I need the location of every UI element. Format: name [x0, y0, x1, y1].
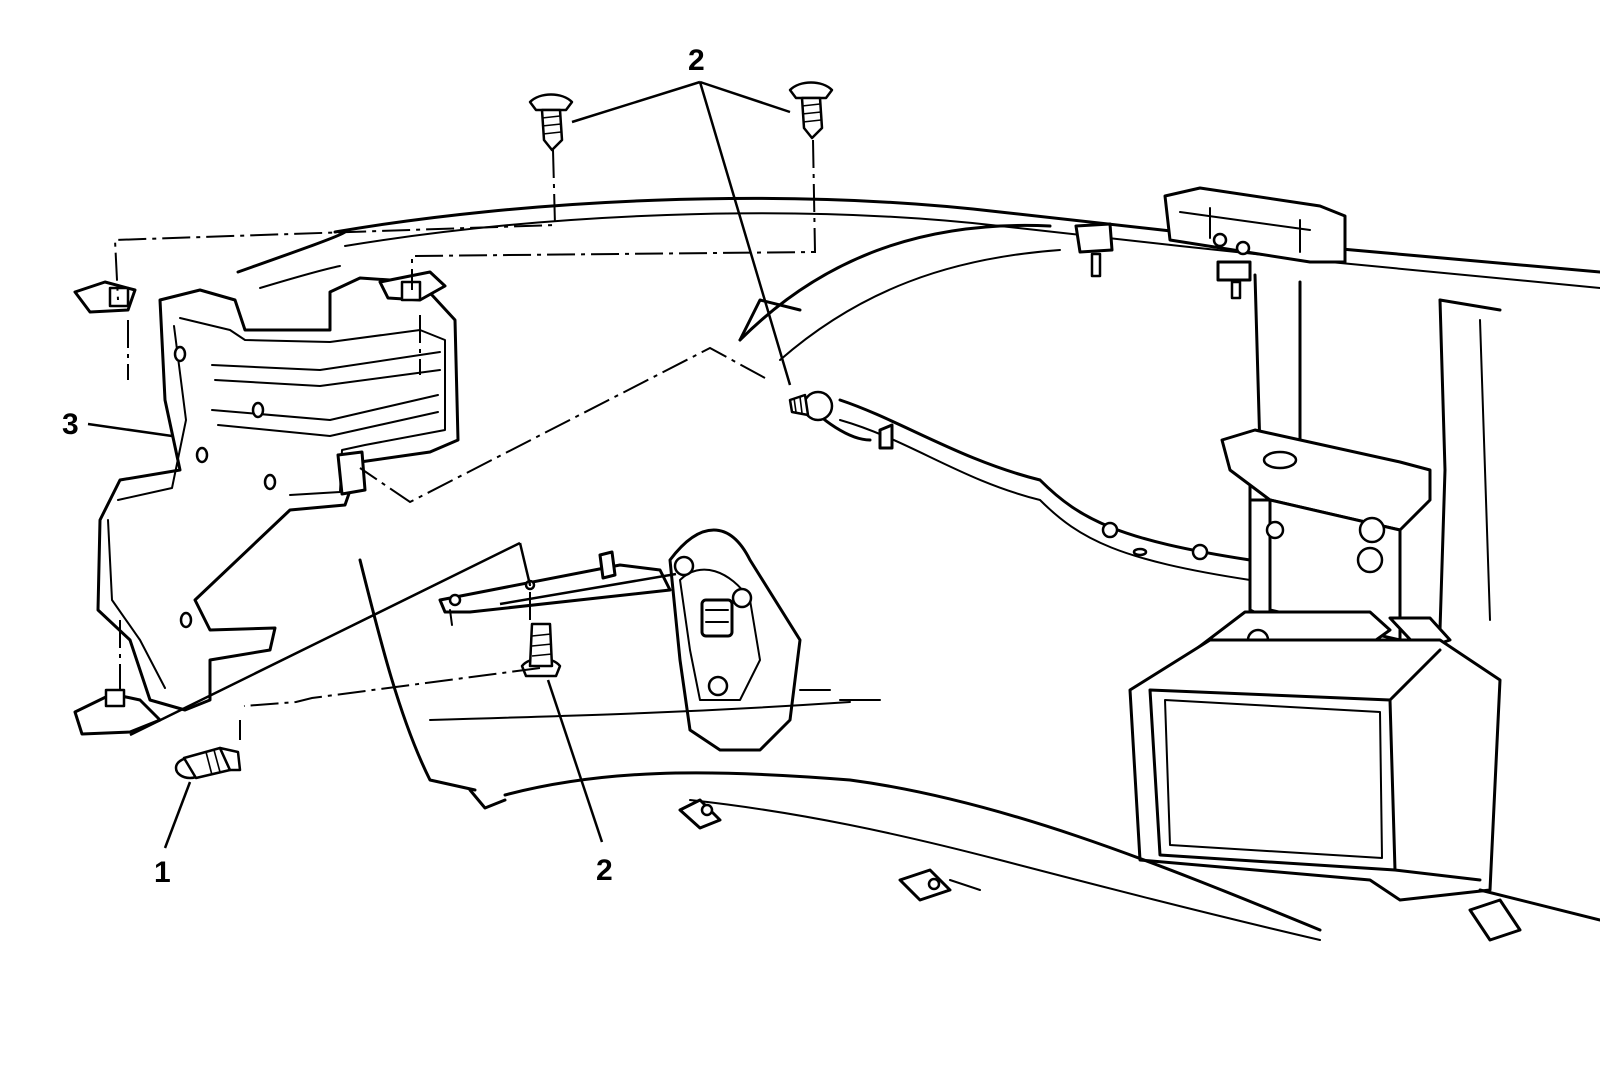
retainer-bottom	[520, 622, 562, 678]
retainer-top-left	[528, 93, 574, 152]
callout-item-3: 3	[62, 408, 79, 441]
callout-item-2-bottom: 2	[596, 854, 613, 887]
callout-item-1: 1	[154, 856, 171, 889]
push-in-clip	[174, 746, 242, 780]
callouts: 2 3 1 2	[62, 44, 705, 889]
retainer-side	[788, 390, 834, 422]
deflector-bracket	[73, 270, 460, 736]
leader-lines	[87, 80, 792, 849]
alignment-lines	[113, 139, 817, 740]
callout-item-2-top: 2	[688, 44, 705, 77]
retainer-top-right	[788, 81, 834, 140]
radiator-support-structure	[236, 186, 1600, 942]
